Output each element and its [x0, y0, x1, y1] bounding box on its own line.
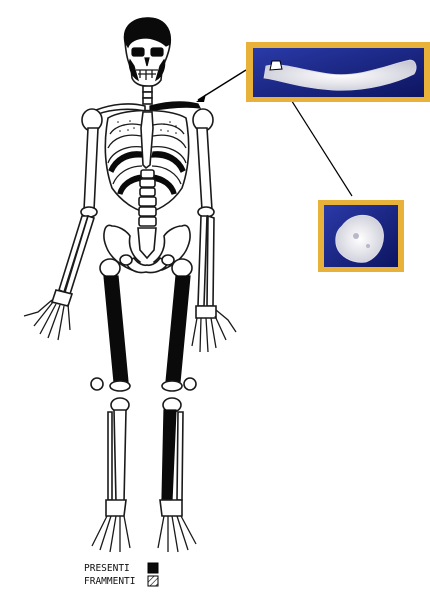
right-foot [158, 500, 196, 552]
legend-fragments-swatch [148, 576, 158, 586]
left-arm [59, 128, 98, 294]
left-hand [24, 290, 72, 340]
right-femur [162, 259, 192, 391]
right-arm [197, 128, 214, 306]
cervical-spine [143, 86, 152, 104]
left-femur [100, 259, 130, 391]
right-tibia [162, 410, 183, 500]
legend-present-label: PRESENTI [84, 563, 130, 574]
lumbar-spine [139, 170, 156, 226]
legend: PRESENTI FRAMMENTI [84, 563, 158, 587]
legend-fragments-label: FRAMMENTI [84, 576, 135, 587]
clavicle-photo [246, 42, 430, 102]
right-hand [192, 306, 236, 352]
left-tibia [108, 410, 126, 502]
fragment-photo [318, 200, 404, 272]
legend-present-swatch [148, 563, 158, 573]
left-foot [92, 500, 130, 552]
skull [125, 18, 171, 86]
